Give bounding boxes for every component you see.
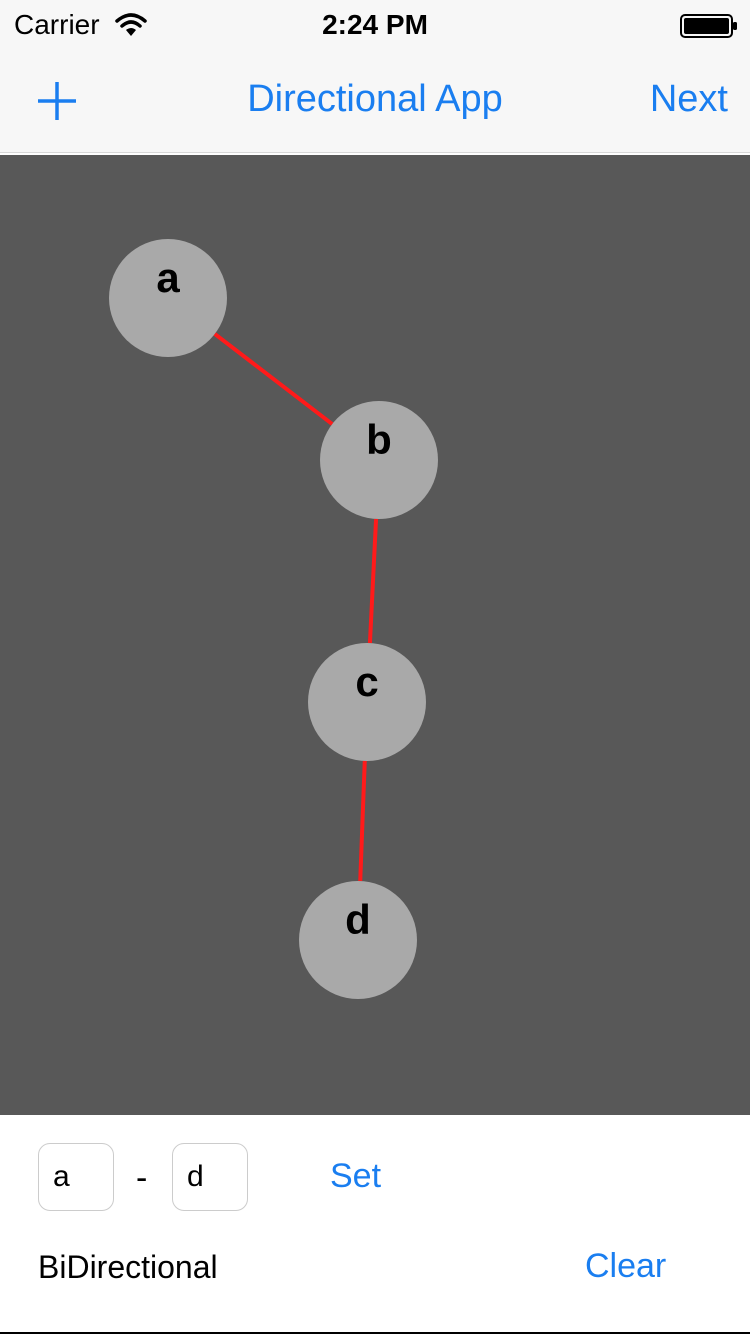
to-node-field[interactable] xyxy=(172,1143,248,1211)
graph-node-label: d xyxy=(345,896,371,943)
navigation-bar: Directional App Next xyxy=(0,48,750,153)
graph-node-label: b xyxy=(366,416,392,463)
nav-title: Directional App xyxy=(247,78,503,120)
plus-icon[interactable] xyxy=(34,78,80,124)
controls-panel: - Set BiDirectional Clear xyxy=(0,1115,750,1334)
separator-dash: - xyxy=(136,1159,148,1197)
graph-edge-c-d xyxy=(358,760,367,882)
graph-node-d[interactable]: d xyxy=(299,881,417,999)
status-time: 2:24 PM xyxy=(322,9,428,40)
bottom-divider xyxy=(0,1332,750,1334)
graph-edge-a-b xyxy=(213,332,334,426)
status-bar: Carrier 2:24 PM xyxy=(0,0,750,48)
carrier-label: Carrier xyxy=(14,9,100,40)
clear-button[interactable]: Clear xyxy=(585,1247,667,1285)
set-button[interactable]: Set xyxy=(330,1157,382,1195)
from-node-field[interactable] xyxy=(38,1143,114,1211)
graph-node-a[interactable]: a xyxy=(109,239,227,357)
graph-node-label: a xyxy=(156,254,180,301)
graph-canvas[interactable]: a b c d xyxy=(0,155,750,1115)
graph-node-b[interactable]: b xyxy=(320,401,438,519)
graph-edge-b-c xyxy=(367,518,379,644)
direction-mode-label: BiDirectional xyxy=(38,1249,218,1285)
battery-icon xyxy=(680,14,737,38)
next-button[interactable]: Next xyxy=(649,78,728,120)
graph-node-c[interactable]: c xyxy=(308,643,426,761)
wifi-icon xyxy=(115,13,147,36)
graph-edges xyxy=(213,332,379,882)
graph-node-label: c xyxy=(355,658,379,705)
